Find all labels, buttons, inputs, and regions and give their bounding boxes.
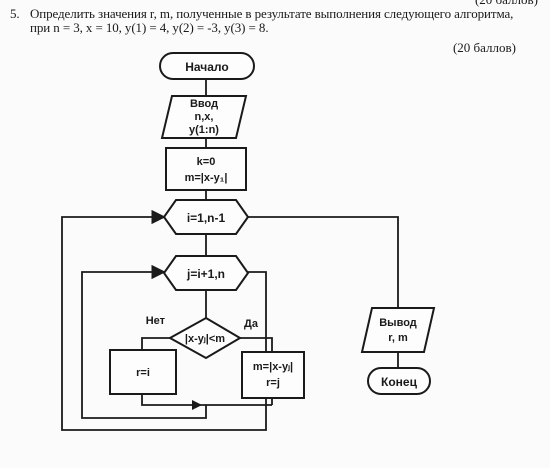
end-label: Конец <box>381 375 418 389</box>
loop-j-label: j=i+1,n <box>186 267 225 281</box>
no-action-label: r=i <box>136 367 150 379</box>
init-line-2: m=|x-y₁| <box>185 172 228 184</box>
loop-j-node: j=i+1,n <box>162 255 250 291</box>
init-process: k=0 m=|x-y₁| <box>165 147 247 191</box>
condition-node: |x-yⱼ|<m Нет Да <box>146 315 259 360</box>
loop-i-node: i=1,n-1 <box>162 199 250 235</box>
condition-label: |x-yⱼ|<m <box>185 333 225 345</box>
input-vars-1: n,x, <box>195 111 214 123</box>
yes-action-line-2: r=j <box>266 377 280 389</box>
output-vars: r, m <box>388 332 408 344</box>
task-statement-line1: 5. Определить значения r, m, полученные в… <box>10 6 513 22</box>
input-title: Ввод <box>190 98 218 110</box>
start-label: Начало <box>185 60 228 74</box>
init-line-1: k=0 <box>197 156 216 168</box>
task-statement-line2: при n = 3, x = 10, y(1) = 4, y(2) = -3, … <box>30 20 269 35</box>
yes-action-process: m=|x-yⱼ| r=j <box>241 351 305 399</box>
input-node: Ввод n,x, y(1:n) <box>160 95 248 139</box>
output-title: Вывод <box>379 317 417 329</box>
no-branch-label: Нет <box>146 315 166 327</box>
connector-lines <box>61 79 399 431</box>
task-number: 5. <box>10 6 20 21</box>
yes-branch-label: Да <box>244 318 259 330</box>
yes-action-line-1: m=|x-yⱼ| <box>253 361 293 373</box>
task-text-1: Определить значения r, m, полученные в р… <box>30 6 514 21</box>
points-label: (20 баллов) <box>452 40 516 55</box>
input-vars-2: y(1:n) <box>189 124 219 136</box>
output-node: Вывод r, m <box>360 307 436 353</box>
end-node: Конец <box>367 367 431 395</box>
start-node: Начало <box>159 52 255 80</box>
no-action-process: r=i <box>109 349 177 395</box>
merge-arrow-icon <box>192 400 202 410</box>
loop-i-label: i=1,n-1 <box>187 211 226 225</box>
partial-score-text: (20 баллов) <box>475 0 538 8</box>
